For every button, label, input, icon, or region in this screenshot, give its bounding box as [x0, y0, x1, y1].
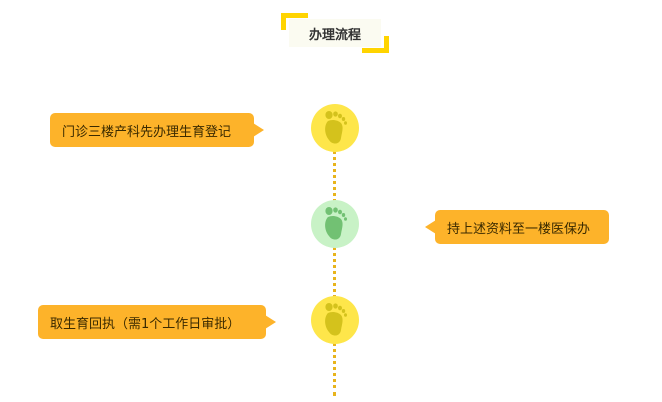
timeline-line: [333, 150, 336, 396]
step-2-pointer: [425, 220, 436, 234]
step-2-label: 持上述资料至一楼医保办: [447, 221, 591, 237]
section-title: 办理流程: [281, 13, 389, 53]
footprint-icon-graphic: [325, 303, 347, 336]
step-3-label: 取生育回执（需1个工作日审批）: [50, 316, 241, 332]
step-3-label-box: 取生育回执（需1个工作日审批）: [38, 305, 276, 339]
title-corner-decoration: [281, 13, 308, 30]
step-1-pointer: [253, 123, 264, 137]
title-corner-decoration: [362, 36, 389, 53]
step-1-label: 门诊三楼产科先办理生育登记: [62, 124, 232, 140]
footprint-icon: [311, 296, 359, 344]
step-3-pointer: [265, 315, 276, 329]
footprint-icon-graphic: [325, 111, 347, 144]
page-title: 办理流程: [289, 19, 381, 47]
footprint-icon: [311, 200, 359, 248]
step-2-label-box: 持上述资料至一楼医保办: [425, 210, 609, 244]
step-1-label-box: 门诊三楼产科先办理生育登记: [50, 113, 264, 147]
footprint-icon: [311, 104, 359, 152]
footprint-icon-graphic: [325, 207, 347, 240]
